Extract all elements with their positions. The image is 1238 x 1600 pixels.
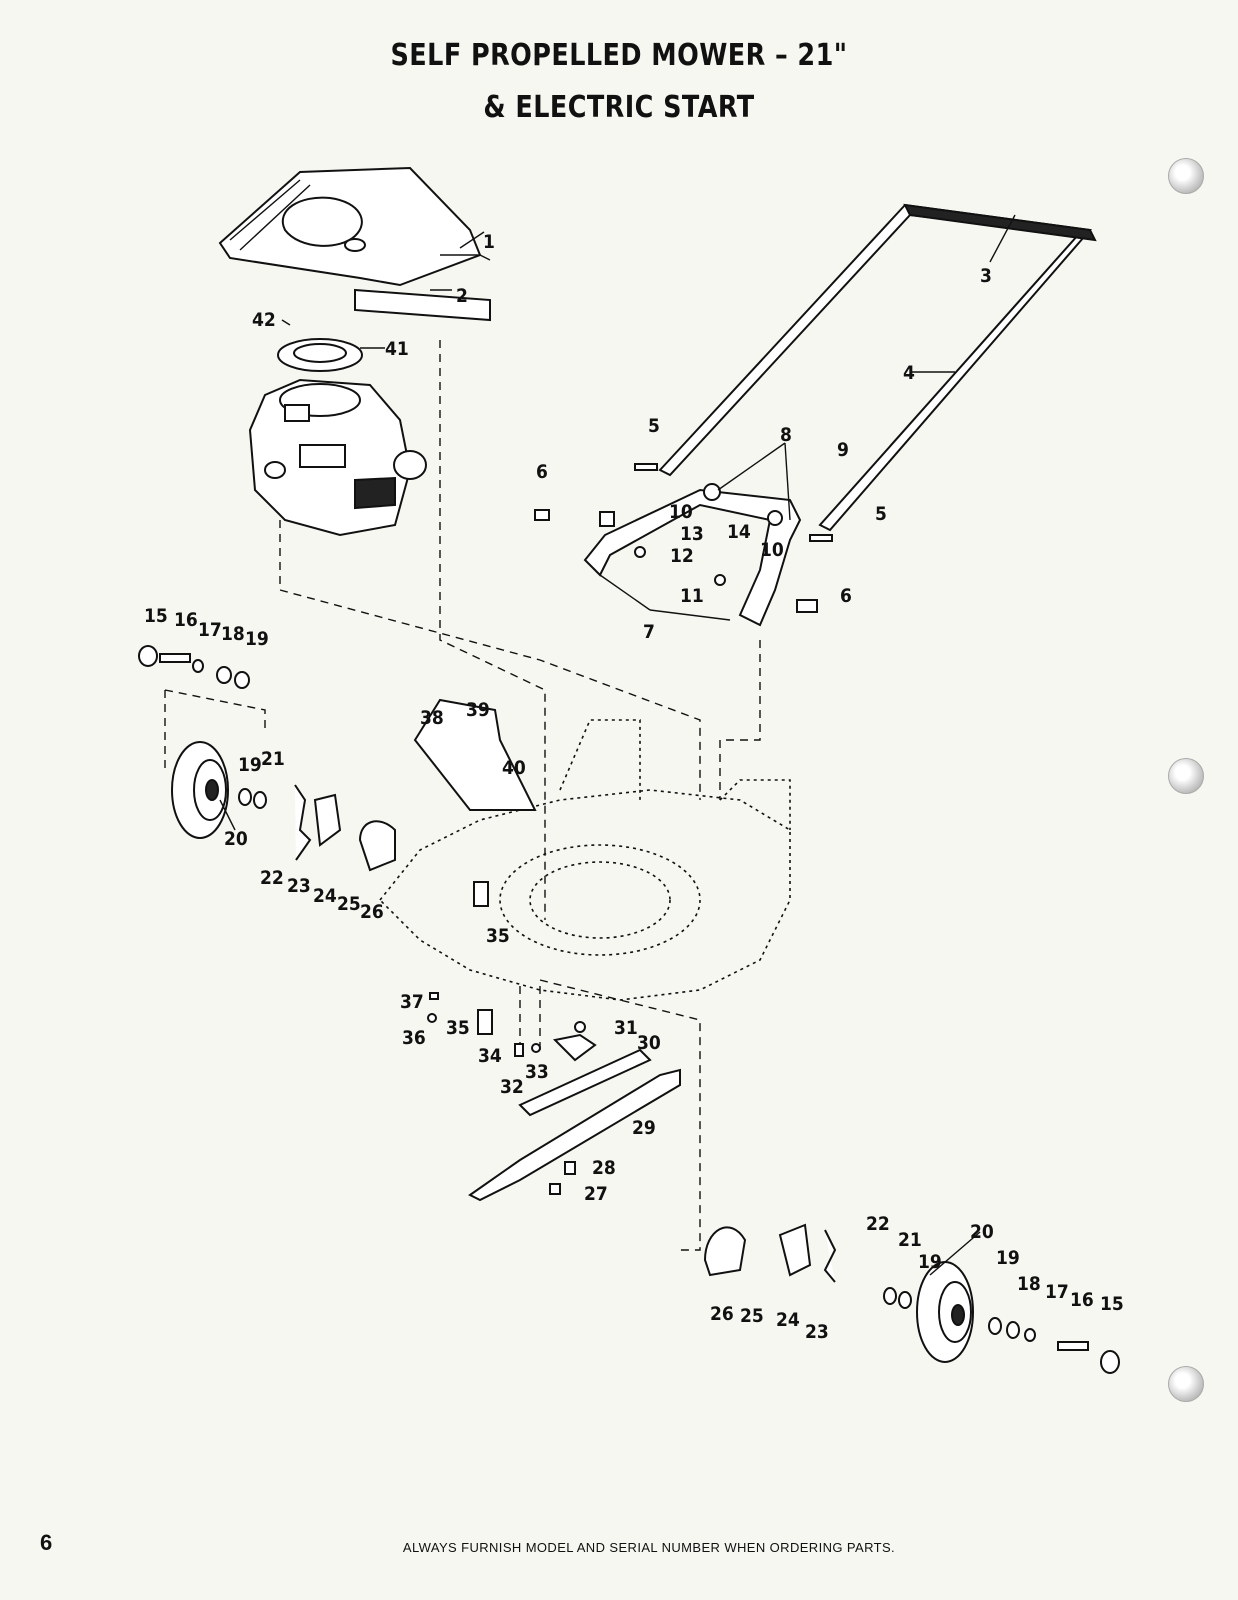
binder-hole-top	[1168, 158, 1204, 194]
binder-hole-bottom	[1168, 1366, 1204, 1402]
callout-22a: 22	[260, 867, 284, 889]
callout-38: 38	[420, 707, 444, 729]
callout-23b: 23	[805, 1321, 829, 1343]
callout-40: 40	[502, 757, 526, 779]
callout-21b: 21	[898, 1229, 922, 1251]
page-title: SELF PROPELLED MOWER – 21"	[390, 38, 848, 73]
callout-5a: 5	[648, 415, 660, 437]
callout-34: 34	[478, 1045, 502, 1067]
callout-42: 42	[252, 309, 276, 331]
rear-wheel-right	[883, 1261, 1120, 1374]
callout-5b: 5	[875, 503, 887, 525]
callout-3: 3	[980, 265, 992, 287]
callout-36: 36	[402, 1027, 426, 1049]
callout-18a: 18	[221, 623, 245, 645]
callout-25b: 25	[740, 1305, 764, 1327]
engine-shroud	[218, 166, 491, 322]
callout-23a: 23	[287, 875, 311, 897]
callout-11: 11	[680, 585, 704, 607]
callout-30: 30	[637, 1032, 661, 1054]
callout-20b: 20	[970, 1221, 994, 1243]
mower-deck	[378, 719, 791, 1001]
height-adjuster-right	[703, 1223, 837, 1283]
callout-2: 2	[456, 285, 468, 307]
callout-9: 9	[837, 439, 849, 461]
callout-16a: 16	[174, 609, 198, 631]
callout-19d: 19	[996, 1247, 1020, 1269]
callout-25a: 25	[337, 893, 361, 915]
callout-16b: 16	[1070, 1289, 1094, 1311]
callout-39: 39	[466, 699, 490, 721]
callout-14: 14	[727, 521, 751, 543]
callout-4: 4	[903, 362, 915, 384]
callout-35b: 35	[446, 1017, 470, 1039]
handle-assembly	[583, 203, 1097, 627]
callout-19a: 19	[245, 628, 269, 650]
callout-26b: 26	[710, 1303, 734, 1325]
callout-19b: 19	[238, 754, 262, 776]
callout-18b: 18	[1017, 1273, 1041, 1295]
callout-24b: 24	[776, 1309, 800, 1331]
blade-assembly	[427, 881, 681, 1202]
callout-leaders	[219, 214, 1016, 1276]
callout-31: 31	[614, 1017, 638, 1039]
callout-7: 7	[643, 621, 655, 643]
callout-29: 29	[632, 1117, 656, 1139]
callout-28: 28	[592, 1157, 616, 1179]
callout-22b: 22	[866, 1213, 890, 1235]
handle-hardware	[534, 463, 833, 613]
callout-15b: 15	[1100, 1293, 1124, 1315]
callout-27: 27	[584, 1183, 608, 1205]
callout-20a: 20	[224, 828, 248, 850]
callout-35a: 35	[486, 925, 510, 947]
ordering-note: ALWAYS FURNISH MODEL AND SERIAL NUMBER W…	[402, 1540, 896, 1555]
callout-19c: 19	[918, 1251, 942, 1273]
binder-hole-middle	[1168, 758, 1204, 794]
callout-17a: 17	[198, 619, 222, 641]
callout-1: 1	[483, 231, 495, 253]
callout-6b: 6	[840, 585, 852, 607]
engine-assembly	[248, 378, 427, 537]
callout-41: 41	[385, 338, 409, 360]
callout-6a: 6	[536, 461, 548, 483]
callout-24a: 24	[313, 885, 337, 907]
callout-21a: 21	[261, 748, 285, 770]
callout-8: 8	[780, 424, 792, 446]
callout-37: 37	[400, 991, 424, 1013]
callout-33: 33	[525, 1061, 549, 1083]
callout-10b: 10	[760, 539, 784, 561]
callout-12: 12	[670, 545, 694, 567]
page-subtitle: & ELECTRIC START	[483, 90, 755, 125]
page-number: 6	[40, 1530, 53, 1555]
callout-15a: 15	[144, 605, 168, 627]
callout-10a: 10	[669, 501, 693, 523]
callout-17b: 17	[1045, 1281, 1069, 1303]
callout-26a: 26	[360, 901, 384, 923]
rear-flap	[413, 698, 537, 811]
callout-labels: 1 2 3 4 5 5 6 6 7 8 9 10 10 11 12 13 14 …	[144, 231, 1124, 1343]
height-adjuster-left	[294, 784, 396, 872]
callout-32: 32	[500, 1076, 524, 1098]
callout-13: 13	[680, 523, 704, 545]
rear-wheel-left	[138, 645, 267, 839]
